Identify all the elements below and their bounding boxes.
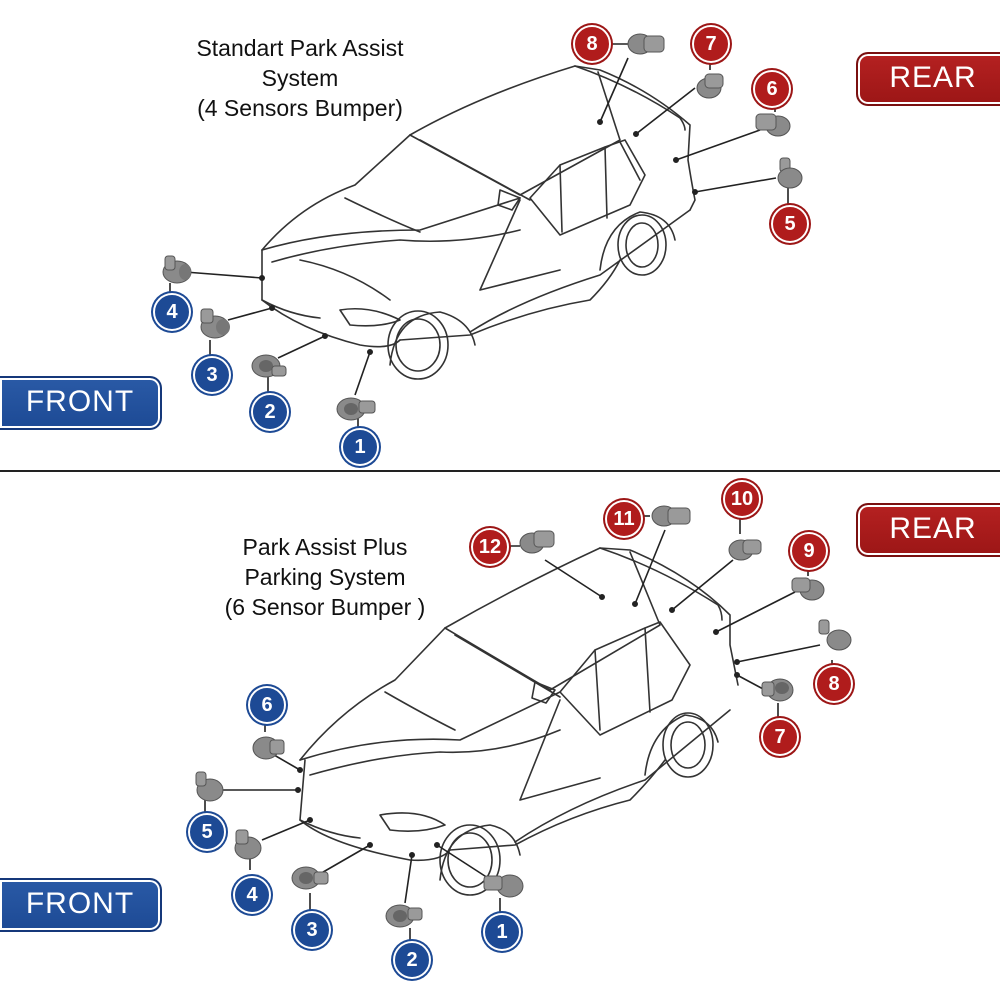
sensor-icon	[791, 577, 825, 601]
sensor-icon	[162, 255, 192, 284]
front-sensor-badge-3: 3	[195, 358, 229, 392]
rear-sensor-badge-11: 11	[607, 502, 641, 536]
front-label-bottom: FRONT	[0, 878, 162, 932]
plus-system-title: Park Assist Plus Parking System (6 Senso…	[170, 532, 480, 622]
sensor-icon	[777, 157, 803, 189]
rear-sensor-badge-6: 6	[755, 72, 789, 106]
rear-label-top: REAR	[856, 52, 1000, 106]
sensor-icon	[483, 874, 524, 898]
rear-sensor-badge-9: 9	[792, 534, 826, 568]
rear-sensor-badge-7: 7	[763, 720, 797, 754]
sensor-icon	[627, 33, 665, 55]
sensor-icon	[336, 397, 376, 421]
title-line-1: Standart Park Assist	[196, 35, 404, 61]
sensor-icon	[385, 904, 423, 928]
front-sensor-badge-2: 2	[395, 943, 429, 977]
rear-sensor-badge-10: 10	[725, 482, 759, 516]
sensor-icon	[818, 619, 852, 651]
front-sensor-badge-4: 4	[235, 878, 269, 912]
front-sensor-badge-1: 1	[485, 915, 519, 949]
sensor-icon	[251, 354, 287, 378]
car-outline-top	[169, 43, 789, 430]
front-sensor-badge-3: 3	[295, 913, 329, 947]
sensor-icon	[291, 866, 329, 890]
sensor-icon	[200, 308, 230, 339]
title-line-3: (4 Sensors Bumper)	[197, 95, 403, 121]
front-sensor-badge-4: 4	[155, 295, 189, 329]
title-line-3: (6 Sensor Bumper )	[224, 594, 426, 620]
sensor-icon	[728, 539, 762, 561]
section-divider	[0, 470, 1000, 472]
sensor-icon	[696, 73, 724, 99]
title-line-1: Park Assist Plus	[242, 534, 408, 560]
sensor-icon	[761, 678, 794, 702]
standard-system-title: Standart Park Assist System (4 Sensors B…	[150, 33, 450, 123]
rear-sensor-badge-8: 8	[575, 27, 609, 61]
rear-sensor-badge-7: 7	[694, 27, 728, 61]
sensor-icon	[519, 530, 555, 554]
front-label-top: FRONT	[0, 376, 162, 430]
rear-sensor-badge-12: 12	[473, 530, 507, 564]
front-sensor-badge-5: 5	[190, 815, 224, 849]
sensor-icon	[651, 505, 691, 527]
sensor-icon	[234, 829, 262, 860]
front-sensor-badge-1: 1	[343, 430, 377, 464]
rear-label-bottom: REAR	[856, 503, 1000, 557]
title-line-2: System	[261, 65, 339, 91]
front-sensor-badge-6: 6	[250, 688, 284, 722]
front-sensor-badge-2: 2	[253, 395, 287, 429]
sensor-icon	[755, 113, 791, 137]
rear-sensor-badge-8: 8	[817, 667, 851, 701]
sensor-icon	[252, 736, 285, 760]
sensor-icon	[195, 771, 224, 802]
rear-sensor-badge-5: 5	[773, 207, 807, 241]
title-line-2: Parking System	[244, 564, 406, 590]
